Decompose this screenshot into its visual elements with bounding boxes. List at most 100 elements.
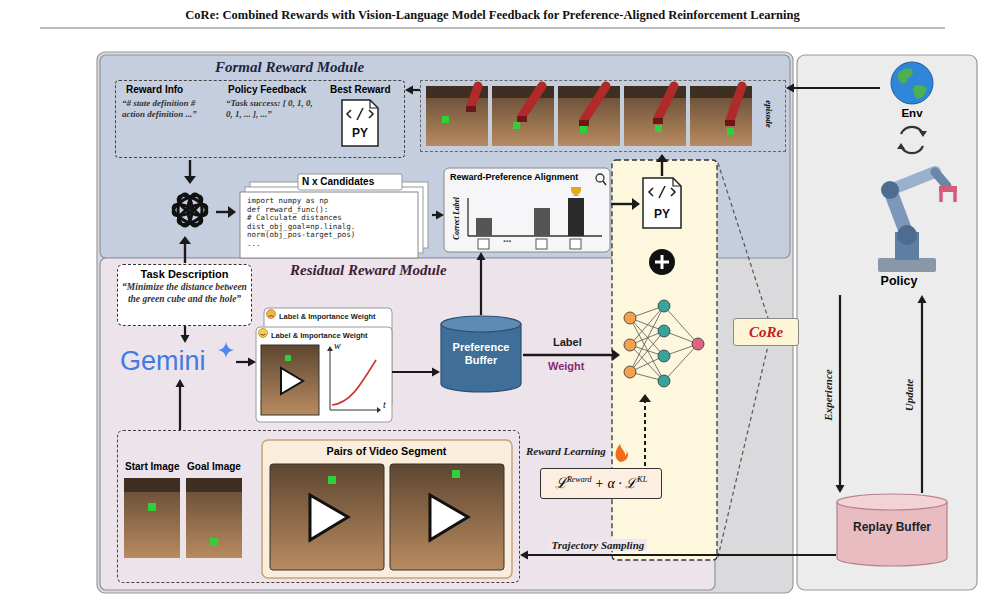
- episode-frame: [492, 86, 554, 146]
- flow-arrow: [184, 176, 196, 184]
- node-text: “Task success: [ 0, 1, 0, 0, 1, ... ], .…: [226, 98, 318, 120]
- node-text: N x Candidates: [302, 176, 374, 187]
- robot-arm: [878, 172, 957, 272]
- episode-frame: [727, 128, 734, 135]
- label-card-front: [327, 346, 333, 351]
- panel-backgrounds: [97, 52, 977, 593]
- label-card-front: [377, 407, 381, 413]
- gpt-logo: [170, 192, 210, 229]
- flow-arrow: [656, 154, 668, 162]
- free-label: PY: [348, 126, 372, 140]
- video-pair-box: Pairs of Video Segment: [262, 440, 512, 578]
- arrow-connector: [392, 368, 440, 377]
- plus-symbol: [649, 249, 675, 275]
- flow-arrow: [228, 206, 236, 218]
- episode-frame: [426, 86, 488, 146]
- candidate-stack: [298, 174, 402, 190]
- arrowhead: [520, 551, 528, 560]
- node-text: Reward Info: [126, 84, 183, 95]
- arrowhead: [405, 86, 413, 95]
- flow-arrow: [611, 203, 632, 205]
- alignment-chart: [596, 174, 604, 182]
- alignment-chart: [603, 181, 606, 185]
- episode-frame: [658, 86, 674, 118]
- python-file-icon: [342, 100, 378, 146]
- start-goal-images: [186, 478, 242, 558]
- node-text: Best Reward: [330, 84, 391, 95]
- core-bracket: [718, 163, 768, 318]
- episode-frame: [471, 86, 478, 106]
- node-text: Reward: [567, 475, 592, 484]
- episode-frame: [558, 86, 620, 98]
- label-card: Label & Importance Weight: [264, 308, 392, 408]
- connector-line: [480, 260, 482, 315]
- python-file-icon: [357, 108, 363, 120]
- episode-frame: [690, 86, 752, 146]
- cylinder-top: [441, 316, 521, 332]
- robot-arm: [897, 225, 917, 245]
- neural-network: [630, 331, 664, 372]
- preference-buffer: Preference Buffer: [440, 315, 522, 393]
- cylinder-top: [837, 494, 947, 510]
- episode-frame: [513, 122, 520, 129]
- episode-frame: [730, 86, 742, 120]
- alignment-chart: [534, 208, 550, 236]
- node-text: dist_obj_goal=np.linalg.: [247, 222, 355, 231]
- core-box: CoRe: [733, 318, 799, 346]
- label-card-front: [261, 345, 319, 415]
- video-pair: [262, 440, 512, 578]
- flow-arrow: [632, 198, 640, 210]
- edge-label: Update: [903, 379, 915, 411]
- arrowhead: [181, 335, 190, 343]
- flow-arrow: [179, 236, 191, 244]
- node-text: Label & Importance Weight: [271, 331, 368, 340]
- video-pair: [390, 464, 504, 570]
- arrow-connector: [786, 84, 880, 93]
- episode-frame: [558, 86, 620, 146]
- episode-frame: [580, 126, 587, 133]
- flow-arrow: [216, 211, 228, 213]
- python-file-icon: [643, 178, 681, 228]
- label-card-back: [269, 316, 274, 317]
- label-card-front: [330, 350, 331, 410]
- label-card-back: [267, 310, 276, 319]
- paper-header: CoRe: Combined Rewards with Vision-Langu…: [185, 8, 799, 22]
- episode-frame: [522, 86, 542, 116]
- alignment-panel: Reward-Preference AlignmentCorrect Label: [444, 168, 610, 252]
- globe-icon: [913, 85, 927, 99]
- start-goal-images: [124, 478, 242, 558]
- node-text: Formal Reward Module: [215, 59, 364, 76]
- label-card-front: [259, 329, 268, 338]
- python-file-icon: [649, 188, 653, 196]
- sampling-box: Start Image Goal Image Pairs of Video Segm…: [117, 430, 520, 583]
- robot-arm: [881, 181, 899, 199]
- robot-arm: [953, 191, 957, 202]
- alignment-chart: [476, 218, 492, 236]
- globe-icon: [891, 62, 933, 104]
- label-card-front: [332, 360, 376, 405]
- node-text: Replay Buffer: [840, 520, 944, 534]
- core-bracket: [718, 346, 768, 557]
- node-text: Goal Image: [187, 461, 241, 472]
- neural-network: [658, 375, 670, 387]
- node-text: Residual Reward Module: [290, 262, 447, 279]
- arrowhead: [432, 368, 440, 377]
- node-text: Start Image: [125, 461, 179, 472]
- episode-frame: [492, 86, 554, 146]
- panel-backgrounds: [97, 52, 793, 593]
- reward-learning-arrow: [615, 444, 628, 462]
- python-file-icon: [342, 100, 378, 146]
- episode-frame: [584, 86, 606, 120]
- python-file-icon: [673, 178, 681, 186]
- start-goal-images: [148, 503, 156, 511]
- free-label: Weight: [548, 360, 584, 372]
- node-text: Preference Buffer: [444, 341, 518, 367]
- node-text: Policy Feedback: [228, 84, 306, 95]
- flow-arrow: [189, 160, 191, 176]
- node-text: KL: [637, 475, 647, 484]
- label-card: Label & Importance Weightwt: [256, 327, 392, 422]
- robot-arm: [939, 191, 943, 202]
- start-goal-images: [124, 478, 180, 558]
- node-text: w: [334, 340, 341, 351]
- node-text: norm(obj_pos-target_pos): [247, 230, 355, 239]
